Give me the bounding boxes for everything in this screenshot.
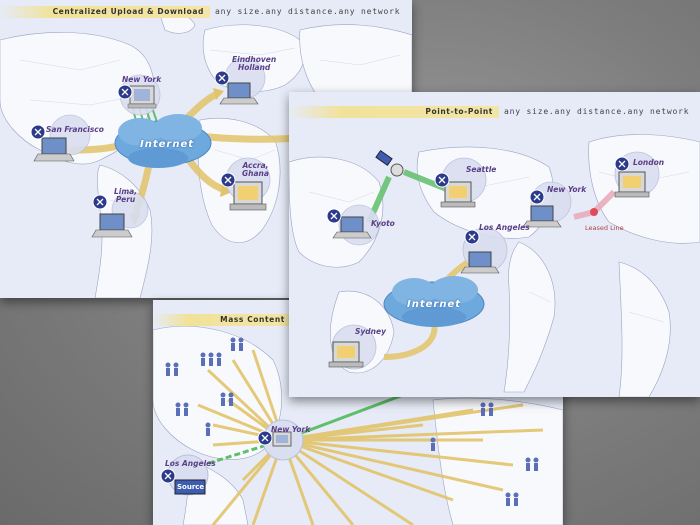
computer-icons	[328, 171, 650, 368]
label-accra: Accra, Ghana	[242, 161, 269, 178]
kyoto-laptop-icon	[332, 216, 372, 239]
p2p-internet-label: Internet	[407, 299, 462, 310]
seattle-desktop-icon	[440, 181, 476, 208]
panel-point-to-point: Point-to-Point any size.any distance.any…	[289, 92, 700, 397]
new-york-laptop-icon	[522, 205, 562, 228]
accra-desktop-icon	[229, 181, 267, 211]
upload-banner: Centralized Upload & Download	[0, 6, 210, 18]
upload-internet-label: Internet	[140, 139, 195, 150]
internet-cloud	[114, 114, 212, 168]
label-san-francisco: San Francisco	[46, 125, 104, 134]
label-kyoto: Kyoto	[371, 219, 395, 228]
label-new-york: New York	[122, 75, 162, 84]
label-los-angeles: Los Angeles	[479, 223, 530, 232]
new-york-server-icon	[127, 85, 157, 109]
san-francisco-laptop-icon	[33, 137, 75, 162]
source-label: Source	[177, 483, 205, 491]
label-london: London	[633, 158, 665, 167]
upload-tagline: any size.any distance.any network	[215, 7, 401, 16]
p2p-banner: Point-to-Point	[289, 106, 499, 118]
label-lima: Lima, Peru	[114, 187, 138, 204]
upload-map-diagram	[0, 12, 412, 298]
label-p2p-new-york: New York	[547, 185, 587, 194]
los-angeles-laptop-icon	[460, 251, 500, 274]
label-leased-line: Leased Line	[585, 224, 624, 232]
label-mass-los-angeles: Los Angeles	[165, 459, 216, 468]
eindhoven-laptop-icon	[219, 82, 259, 105]
label-sydney: Sydney	[355, 327, 386, 336]
p2p-tagline: any size.any distance.any network	[504, 107, 690, 116]
satellite-icon	[375, 150, 404, 177]
lima-laptop-icon	[91, 213, 133, 238]
label-eindhoven: Eindhoven Holland	[232, 55, 277, 72]
internet-cloud	[383, 276, 485, 327]
p2p-map-diagram	[289, 134, 700, 397]
audience-people-icons	[165, 337, 539, 506]
leased-line-spark-icon	[590, 208, 598, 216]
london-desktop-icon	[614, 171, 650, 198]
label-seattle: Seattle	[466, 165, 497, 174]
label-mass-new-york: New York	[271, 425, 311, 434]
mass-banner: Mass Content	[153, 314, 291, 326]
computer-icons	[33, 82, 267, 238]
sydney-desktop-icon	[328, 341, 364, 368]
